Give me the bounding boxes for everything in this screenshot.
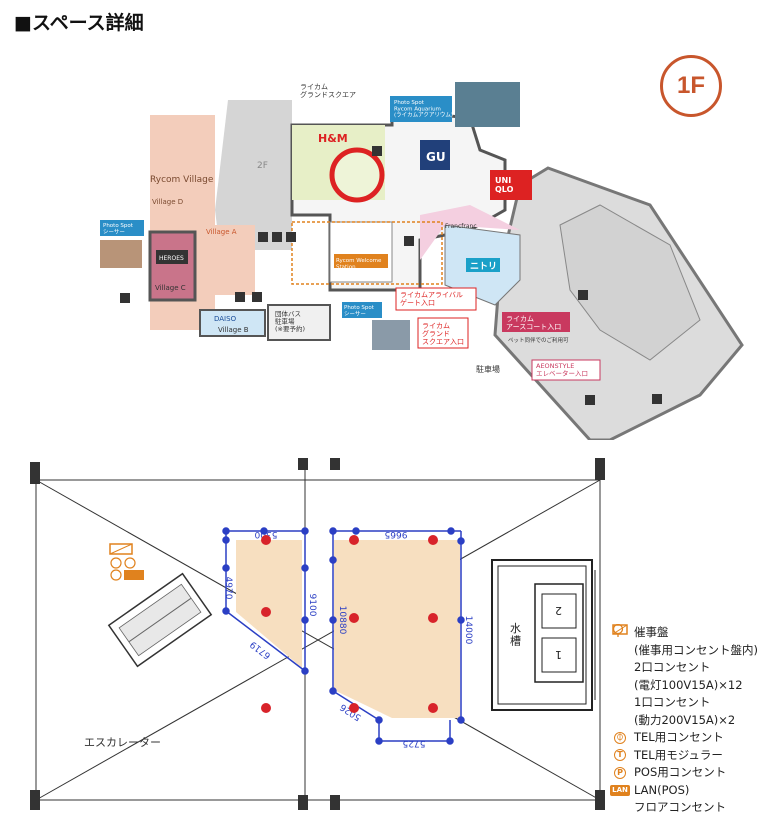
heroes-label: HEROES	[159, 255, 184, 262]
village-c-area	[148, 230, 197, 302]
arrival-gate-sign	[395, 287, 477, 311]
legend-item-floor-outlet: フロアコンセント	[612, 624, 758, 817]
bus-label: 団体バス駐車場(※要予約)	[275, 309, 305, 333]
restroom-icons	[120, 146, 662, 405]
village-a-label: Village A	[206, 228, 237, 236]
legend-item-event-panel: 催事盤	[612, 624, 758, 642]
elevator-2-label: 2	[555, 604, 562, 617]
legend: 催事盤 (催事用コンセント盤内) 2口コンセント (電灯100V15A)×12 …	[610, 624, 758, 817]
escalator	[107, 572, 213, 668]
dim-diag-left: 6719	[248, 639, 273, 661]
legend-item-2-outlet-spec: (電灯100V15A)×12	[634, 677, 743, 692]
photo-spot-aquarium-tag	[390, 96, 452, 122]
grand-square-entrance-sign	[417, 317, 469, 349]
event-area-right	[334, 540, 460, 718]
uniqlo-logo	[490, 170, 532, 200]
heroes-logo	[156, 250, 188, 264]
village-d-label: Village D	[152, 198, 183, 206]
zone-2f	[215, 100, 292, 250]
lan-icon: LAN	[610, 784, 630, 796]
dim-bottom: 5725	[403, 738, 426, 748]
nitori-label: ニトリ	[470, 261, 497, 272]
legend-item-lan: LAN LAN(POS)	[610, 782, 690, 797]
dotted-zone	[291, 221, 443, 285]
floor-map: 2F Rycom Village Village D Village A HER…	[100, 82, 744, 440]
legend-item-1-outlet-spec: (動力200V15A)×2	[634, 712, 736, 727]
parking-label: 駐車場	[476, 364, 500, 374]
francfranc-store	[420, 205, 520, 260]
daiso-label: DAISO	[214, 315, 237, 323]
legend-item-2-outlet: 2口コンセント	[634, 660, 711, 674]
bus-area	[267, 304, 331, 341]
legend-item-tel-modular: T TEL用モジュラー	[612, 747, 758, 765]
zone-2f-label: 2F	[257, 161, 268, 171]
gu-store	[420, 140, 450, 170]
water-tank-label: 水槽	[510, 622, 521, 648]
event-area-left	[236, 540, 302, 668]
parking-inner	[559, 204, 701, 361]
plan-outline	[35, 460, 601, 810]
nitori-logo	[466, 258, 500, 272]
outlet-dots	[261, 535, 438, 713]
tel-modular-icon: T	[612, 748, 628, 762]
village-b-label: Village B	[218, 326, 249, 334]
village-b-area	[199, 309, 266, 337]
welcome-station-sign	[334, 254, 388, 268]
floor-badge: 1F	[660, 55, 722, 117]
dim-center: 10880	[337, 606, 347, 635]
escalator-label: エスカレーター	[84, 736, 161, 749]
grand-square-label: ライカムグランドスクエア	[300, 83, 356, 99]
legend-item-event-panel-note: (催事用コンセント盤内)	[634, 642, 758, 657]
arrival-gate-label: ライカムアライバルゲート入口	[400, 291, 463, 307]
floor-outlet-icon	[612, 624, 628, 815]
dim-left-mid: 9100	[307, 594, 317, 617]
grand-square-entrance-label: ライカムグランドスクエア入口	[422, 322, 464, 346]
plan-icon-cluster	[109, 543, 144, 581]
elevator-1-label: 1	[555, 648, 562, 661]
columns	[30, 458, 605, 810]
legend-item-1-outlet: 1口コンセント	[634, 695, 711, 709]
village-a-area	[205, 225, 255, 295]
photo-spot-shisa-left-tag	[100, 220, 144, 236]
aeon-style-sign	[531, 359, 601, 381]
aquarium-photo	[455, 82, 520, 127]
dim-top-right: 9665	[385, 529, 408, 539]
shisa-center-photo	[372, 320, 410, 350]
hm-label: H&M	[318, 132, 348, 145]
dim-right-side: 14000	[463, 616, 473, 645]
legend-item-pos-outlet: P POS用コンセント	[612, 764, 758, 782]
page-title: ■スペース詳細	[14, 12, 144, 34]
dim-left-side: 4970	[223, 577, 233, 600]
gu-label: GU	[426, 150, 446, 164]
rycom-village-label: Rycom Village	[150, 175, 214, 185]
francfranc-label: Francfranc	[445, 223, 477, 230]
village-c-label: Village C	[155, 284, 186, 292]
dim-diag-right: 5026	[338, 701, 363, 722]
earth-court-sign	[502, 312, 570, 332]
event-space-highlight	[329, 147, 385, 203]
welcome-station	[329, 221, 393, 283]
dimension-lines	[222, 527, 465, 745]
photo-spot-shisa-center-tag	[342, 302, 382, 318]
dim-top-left: 5300	[254, 529, 277, 539]
hm-store	[292, 125, 385, 200]
tel-outlet-icon: ⏀	[614, 731, 626, 744]
pos-outlet-icon: P	[612, 766, 628, 780]
pet-note: ペット同伴でのご利用可	[508, 336, 569, 344]
water-tank-block	[491, 559, 596, 711]
earth-court-label: ライカムアースコート入口	[506, 315, 561, 331]
legend-item-tel-outlet: ⏀ TEL用コンセント	[612, 729, 758, 747]
shisa-left-photo	[100, 240, 142, 268]
